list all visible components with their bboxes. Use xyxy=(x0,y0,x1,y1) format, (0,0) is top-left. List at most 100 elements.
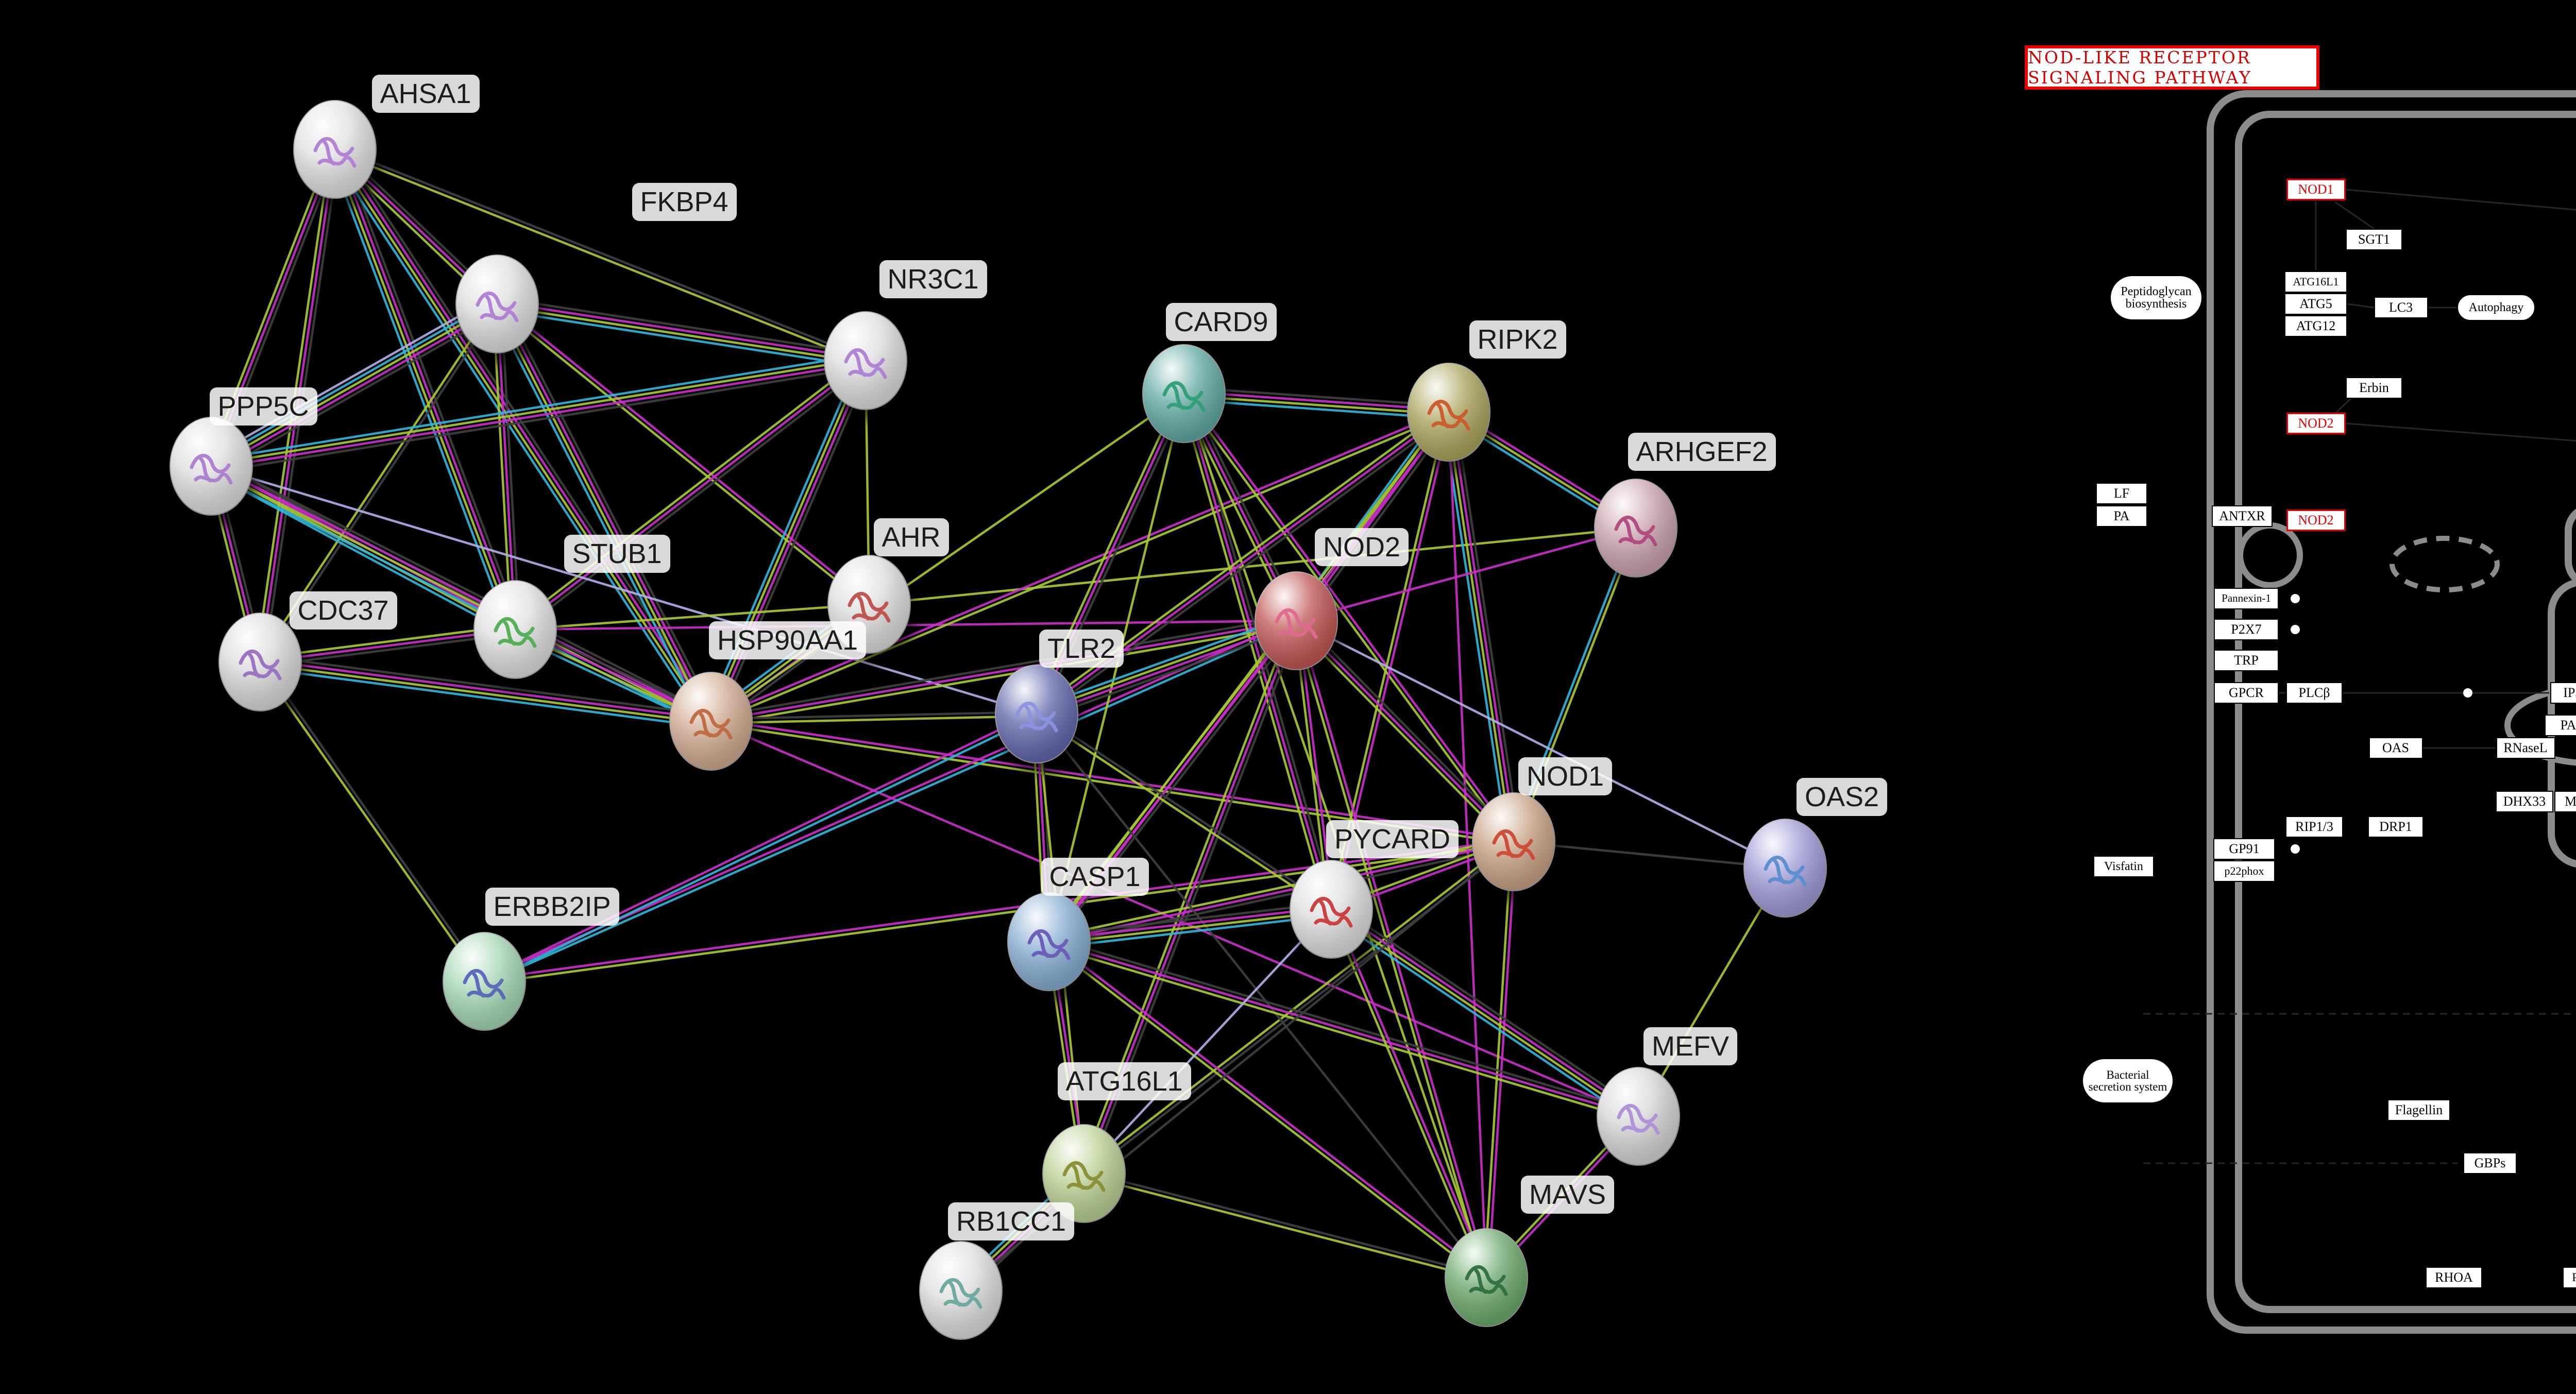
pathway-box-nod2[interactable]: NOD2 xyxy=(2286,509,2346,531)
network-edge-CASP1-MEFV xyxy=(1048,940,1639,1118)
network-edge-TLR2-PYCARD xyxy=(1037,711,1333,909)
network-node-RB1CC1[interactable] xyxy=(919,1241,1007,1351)
protein-structure-icon xyxy=(1427,399,1470,431)
pathway-title: NOD-LIKE RECEPTOR SIGNALING PATHWAY xyxy=(2025,45,2319,90)
network-edge-CARD9-CASP1 xyxy=(1047,393,1185,942)
network-edge-PYCARD-MAVS xyxy=(1332,908,1489,1278)
network-edge-ERBB2IP-TLR2 xyxy=(483,711,1037,981)
pathway-box-lc3[interactable]: LC3 xyxy=(2374,297,2428,318)
pathway-box-gp91[interactable]: GP91 xyxy=(2213,838,2275,860)
network-edge-NR3C1-STUB1 xyxy=(512,356,864,627)
pathway-box-atg5[interactable]: ATG5 xyxy=(2284,293,2347,315)
network-edge-RIPK2-NOD1 xyxy=(1449,412,1517,842)
pathway-box-oas[interactable]: OAS xyxy=(2368,737,2423,759)
network-node-label-RIPK2: RIPK2 xyxy=(1469,320,1566,359)
pathway-box-trp[interactable]: TRP xyxy=(2214,650,2279,671)
network-edge-CASP1-MEFV xyxy=(1047,944,1638,1121)
network-edge-AHSA1-NR3C1 xyxy=(335,146,867,360)
pathway-box-gpcr[interactable]: GPCR xyxy=(2214,682,2279,704)
network-edge-CASP1-PYCARD xyxy=(1048,902,1331,937)
network-edge-NR3C1-HSP90AA1 xyxy=(711,361,869,723)
network-node-AHSA1[interactable] xyxy=(293,100,381,210)
network-node-ARHGEF2[interactable] xyxy=(1594,479,1682,588)
network-node-FKBP4[interactable] xyxy=(455,254,544,364)
pathway-box-peptidoglycan-biosynthesis[interactable]: Peptidoglycan biosynthesis xyxy=(2110,275,2202,320)
network-node-OAS2[interactable] xyxy=(1743,819,1832,928)
pathway-box-ip3r[interactable]: IP3R xyxy=(2550,682,2576,704)
pathway-box-antxr[interactable]: ANTXR xyxy=(2212,505,2273,527)
pathway-box-pannexin-1[interactable]: Pannexin-1 xyxy=(2214,588,2279,609)
pathway-box-nod1[interactable]: NOD1 xyxy=(2286,179,2346,200)
network-node-STUB1[interactable] xyxy=(473,580,562,690)
pathway-box-pkn1/2[interactable]: PKN1/2 xyxy=(2563,1267,2576,1288)
pathway-box-mavs[interactable]: MAVS xyxy=(2554,791,2576,812)
network-edge-AHSA1-STUB1 xyxy=(340,146,522,628)
network-edge-PYCARD-MEFV xyxy=(1329,910,1638,1119)
endosome-vesicle xyxy=(2504,685,2576,766)
network-node-HSP90AA1[interactable] xyxy=(669,672,757,781)
network-edge-ERBB2IP-NOD2 xyxy=(484,621,1298,984)
network-node-NOD2[interactable] xyxy=(1255,571,1343,681)
network-edge-AHSA1-STUB1 xyxy=(328,151,511,633)
network-node-label-NOD2: NOD2 xyxy=(1315,528,1409,566)
protein-structure-icon xyxy=(1614,515,1657,547)
pathway-box-rip1/3[interactable]: RIP1/3 xyxy=(2285,816,2343,838)
protein-structure-icon xyxy=(190,453,233,485)
network-node-PYCARD[interactable] xyxy=(1290,860,1378,970)
pathway-box-rhoa[interactable]: RHOA xyxy=(2426,1267,2482,1288)
protein-structure-icon xyxy=(1617,1103,1660,1135)
network-node-MAVS[interactable] xyxy=(1445,1228,1533,1338)
network-node-CARD9[interactable] xyxy=(1142,344,1230,454)
protein-structure-icon xyxy=(689,708,733,740)
network-node-NOD1[interactable] xyxy=(1472,792,1560,902)
network-edge-CARD9-PYCARD xyxy=(1182,393,1333,910)
network-edge-STUB1-AHR xyxy=(515,603,870,631)
pathway-box-nod2[interactable]: NOD2 xyxy=(2286,413,2346,434)
network-node-RIPK2[interactable] xyxy=(1407,363,1495,472)
network-node-MEFV[interactable] xyxy=(1597,1067,1685,1177)
network-edge-TLR2-MAVS xyxy=(1036,713,1487,1279)
pathway-box-bacterial-secretion-system[interactable]: Bacterial secretion system xyxy=(2082,1058,2174,1103)
protein-structure-icon xyxy=(476,291,519,322)
protein-structure-icon xyxy=(1275,608,1318,639)
pathway-box-gbps[interactable]: GBPs xyxy=(2463,1152,2517,1174)
pathway-box-pa[interactable]: PA xyxy=(2096,505,2147,527)
pathway-box-plcβ[interactable]: PLCβ xyxy=(2286,682,2343,704)
network-edge-FKBP4-NR3C1 xyxy=(497,304,866,364)
network-node-ERBB2IP[interactable] xyxy=(443,932,531,1042)
membrane-invagination xyxy=(2237,522,2303,588)
network-edge-NR3C1-HSP90AA1 xyxy=(715,362,873,724)
pathway-box-lf[interactable]: LF xyxy=(2096,483,2147,504)
network-node-label-STUB1: STUB1 xyxy=(564,535,670,573)
pathway-box-autophagy[interactable]: Autophagy xyxy=(2457,294,2535,321)
network-edge-NOD2-OAS2 xyxy=(1295,619,1786,870)
pathway-box-atg16l1[interactable]: ATG16L1 xyxy=(2284,271,2347,293)
pathway-box-drp1[interactable]: DRP1 xyxy=(2368,816,2424,838)
network-node-label-PYCARD: PYCARD xyxy=(1326,820,1459,858)
pathway-box-p2x7[interactable]: P2X7 xyxy=(2214,619,2279,640)
cell-membrane-outer xyxy=(2207,90,2576,1334)
network-node-TLR2[interactable] xyxy=(995,665,1083,774)
pathway-box-p22phox[interactable]: p22phox xyxy=(2213,860,2275,882)
pathway-box-rnasel[interactable]: RNaseL xyxy=(2496,737,2555,759)
network-edge-FKBP4-NR3C1 xyxy=(496,309,865,368)
network-edge-TLR2-PYCARD xyxy=(1035,715,1331,912)
network-edge-AHSA1-STUB1 xyxy=(332,149,515,631)
network-node-CDC37[interactable] xyxy=(218,613,307,722)
network-node-label-NR3C1: NR3C1 xyxy=(879,260,987,298)
pathway-box-pa[interactable]: PA xyxy=(2545,715,2576,736)
pathway-box-flagellin[interactable]: Flagellin xyxy=(2387,1099,2450,1121)
pathway-box-erbin[interactable]: Erbin xyxy=(2346,377,2402,399)
network-edge-FKBP4-NR3C1 xyxy=(497,300,866,360)
pathway-box-visfatin[interactable]: Visfatin xyxy=(2093,856,2154,877)
network-node-PPP5C[interactable] xyxy=(170,417,258,526)
pathway-box-atg12[interactable]: ATG12 xyxy=(2284,315,2347,337)
network-edge-CASP1-PYCARD xyxy=(1049,910,1332,945)
network-node-NR3C1[interactable] xyxy=(824,311,912,421)
pathway-box-dhx33[interactable]: DHX33 xyxy=(2496,791,2553,812)
pathway-box-sgt1[interactable]: SGT1 xyxy=(2346,229,2402,250)
network-node-CASP1[interactable] xyxy=(1007,892,1095,1002)
connector-line xyxy=(2345,422,2576,442)
network-node-label-CASP1: CASP1 xyxy=(1041,858,1149,896)
